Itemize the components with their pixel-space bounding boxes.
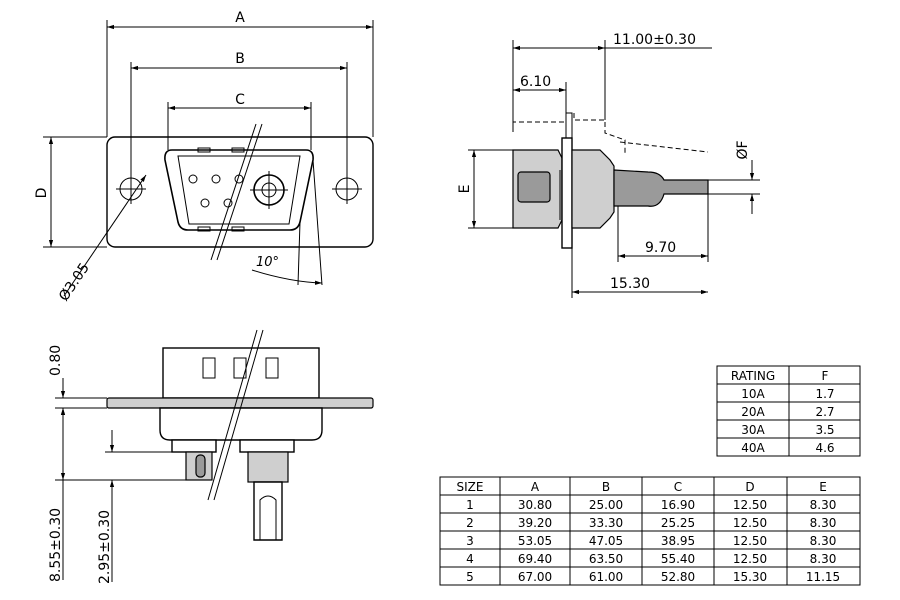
size-header: D bbox=[745, 480, 754, 494]
rating-cell: 30A bbox=[741, 423, 765, 437]
front-view: A B C D Ø3.05 10° bbox=[34, 10, 374, 304]
size-cell: 16.90 bbox=[661, 498, 695, 512]
size-header: A bbox=[531, 480, 540, 494]
dim-b-label: B bbox=[235, 51, 245, 67]
size-cell: 4 bbox=[466, 552, 474, 566]
dim-pin-depth: 8.55±0.30 bbox=[48, 508, 64, 582]
size-cell: 30.80 bbox=[518, 498, 552, 512]
size-cell: 61.00 bbox=[589, 570, 623, 584]
rating-header-f: F bbox=[822, 369, 829, 383]
size-cell: 2 bbox=[466, 516, 474, 530]
elev-flange bbox=[106, 397, 374, 409]
size-cell: 52.80 bbox=[661, 570, 695, 584]
rating-cell: 1.7 bbox=[815, 387, 834, 401]
size-cell: 12.50 bbox=[733, 534, 767, 548]
size-cell: 1 bbox=[466, 498, 474, 512]
size-cell: 12.50 bbox=[733, 498, 767, 512]
dim-tail-depth: 2.95±0.30 bbox=[97, 510, 113, 584]
front-d-shell bbox=[164, 149, 314, 231]
dim-e-label: E bbox=[457, 185, 473, 194]
size-header: B bbox=[602, 480, 610, 494]
size-cell: 25.00 bbox=[589, 498, 623, 512]
dim-flange-thickness: 0.80 bbox=[48, 345, 64, 376]
size-cell: 69.40 bbox=[518, 552, 552, 566]
rating-cell: 2.7 bbox=[815, 405, 834, 419]
dim-length-front: 6.10 bbox=[520, 74, 551, 90]
size-header: E bbox=[819, 480, 827, 494]
dim-c-label: C bbox=[235, 92, 245, 108]
size-header: C bbox=[674, 480, 682, 494]
size-cell: 8.30 bbox=[810, 516, 837, 530]
size-cell: 12.50 bbox=[733, 552, 767, 566]
size-cell: 63.50 bbox=[589, 552, 623, 566]
elev-lower-body bbox=[159, 407, 323, 441]
rating-header-rating: RATING bbox=[731, 369, 775, 383]
size-cell: 11.15 bbox=[806, 570, 840, 584]
size-cell: 39.20 bbox=[518, 516, 552, 530]
elev-power-tail bbox=[253, 481, 283, 541]
size-cell: 15.30 bbox=[733, 570, 767, 584]
size-cell: 8.30 bbox=[810, 498, 837, 512]
dim-a-label: A bbox=[235, 10, 245, 26]
elevation-view: 0.80 8.55±0.30 2.95±0.30 bbox=[48, 329, 374, 584]
rating-cell: 40A bbox=[741, 441, 765, 455]
rating-cell: 20A bbox=[741, 405, 765, 419]
size-cell: 53.05 bbox=[518, 534, 552, 548]
size-cell: 12.50 bbox=[733, 516, 767, 530]
dim-hole-label: Ø3.05 bbox=[56, 260, 93, 304]
elev-shell bbox=[162, 347, 320, 399]
size-table: SIZE A B C D E 1 30.80 25.00 16.90 12.50… bbox=[439, 476, 861, 586]
side-view: 11.00±0.30 6.10 E ØF 9.70 15.30 bbox=[457, 32, 760, 298]
side-flange bbox=[561, 137, 573, 249]
dim-d-label: D bbox=[34, 188, 50, 199]
side-pin bbox=[613, 169, 709, 207]
rating-cell: 10A bbox=[741, 387, 765, 401]
size-cell: 67.00 bbox=[518, 570, 552, 584]
dim-f-label: ØF bbox=[735, 140, 751, 159]
rating-cell: 4.6 bbox=[815, 441, 834, 455]
size-cell: 8.30 bbox=[810, 534, 837, 548]
size-cell: 8.30 bbox=[810, 552, 837, 566]
size-cell: 55.40 bbox=[661, 552, 695, 566]
dim-angle-label: 10° bbox=[256, 255, 279, 270]
dim-length-rear: 9.70 bbox=[645, 240, 676, 256]
size-cell: 38.95 bbox=[661, 534, 695, 548]
rating-cell: 3.5 bbox=[815, 423, 834, 437]
rating-table: RATING F 10A 1.7 20A 2.7 30A 3.5 40A 4.6 bbox=[716, 365, 861, 457]
size-cell: 5 bbox=[466, 570, 474, 584]
dim-length-overall: 15.30 bbox=[610, 276, 650, 292]
size-cell: 3 bbox=[466, 534, 474, 548]
size-header: SIZE bbox=[457, 480, 484, 494]
size-cell: 47.05 bbox=[589, 534, 623, 548]
size-cell: 25.25 bbox=[661, 516, 695, 530]
dim-length-total: 11.00±0.30 bbox=[613, 32, 696, 48]
size-cell: 33.30 bbox=[589, 516, 623, 530]
side-rear-body bbox=[571, 149, 615, 229]
